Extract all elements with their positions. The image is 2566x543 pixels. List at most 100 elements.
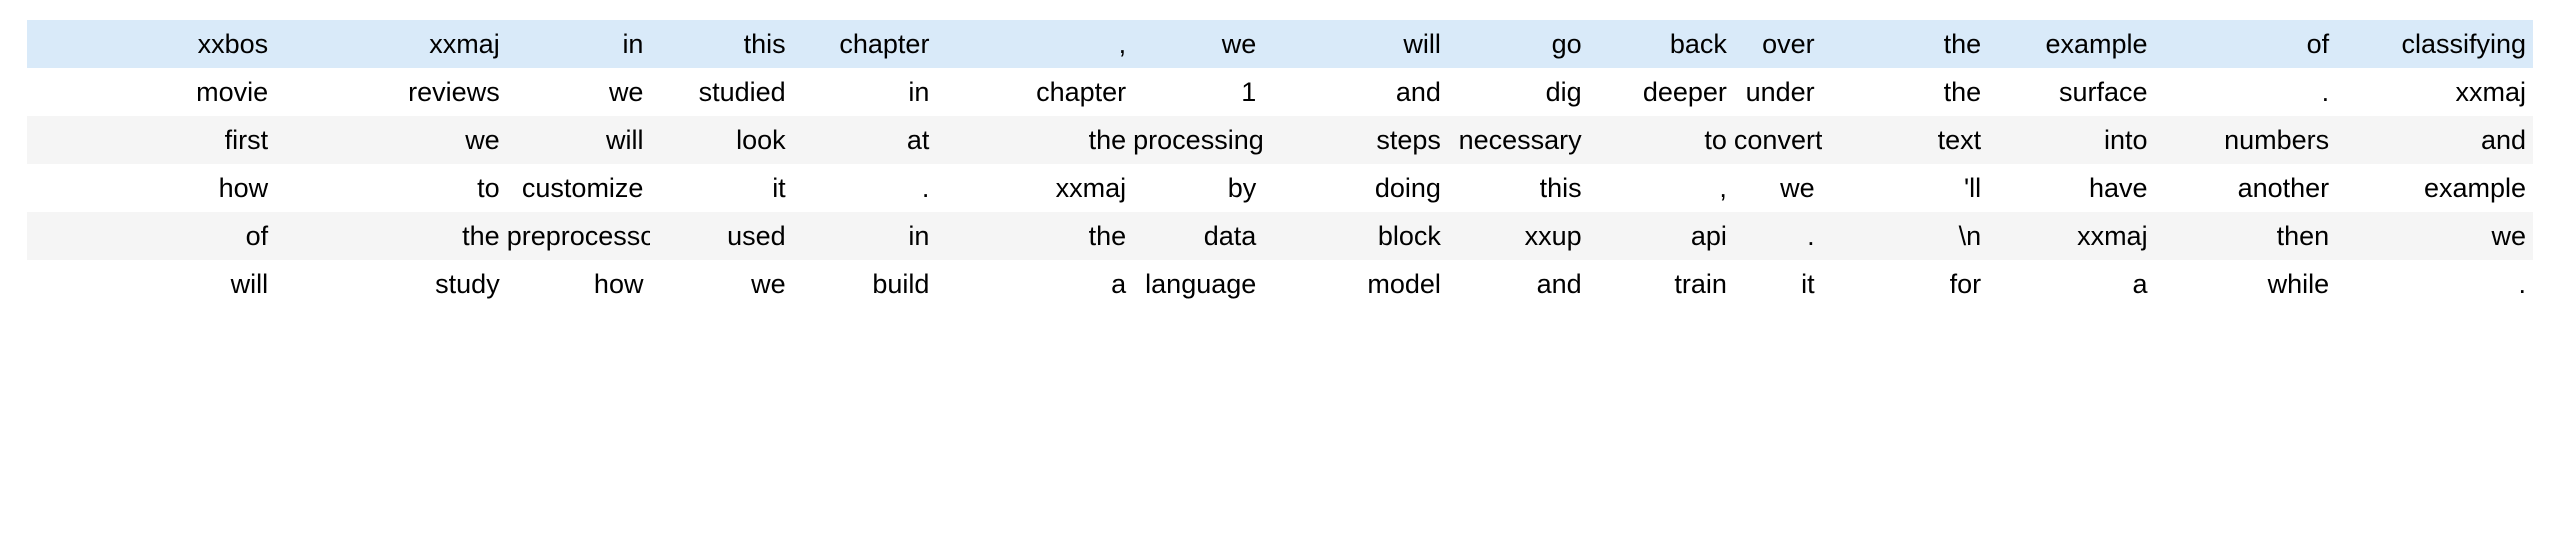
token-cell: customize [521, 173, 644, 203]
row-index-spacer [27, 260, 127, 308]
token-cell: , [1719, 173, 1727, 203]
token-cell: of [2306, 29, 2330, 59]
token-cell: preprocessor [506, 221, 651, 251]
row-index-spacer [27, 20, 127, 68]
token-cell: how [218, 173, 269, 203]
token-cell: text [1937, 125, 1982, 155]
token-cell: will [230, 269, 269, 299]
token-cell: . [2321, 77, 2330, 107]
token-cell: numbers [2224, 125, 2330, 155]
token-table-body: xxbos xxmaj in this chapter, we will go back over… [27, 20, 2533, 308]
token-cell: we [2491, 221, 2526, 251]
token-cell: \n [1958, 221, 1982, 251]
token-cell: example [2045, 29, 2148, 59]
token-cell: xxmaj [2077, 221, 2148, 251]
token-cell: back [1669, 29, 1727, 59]
token-cell: xxmaj [2455, 77, 2526, 107]
token-cell: look [736, 125, 786, 155]
token-cell: a [2132, 269, 2148, 299]
token-cell: necessary [1458, 125, 1582, 155]
token-cell: data [1203, 221, 1257, 251]
token-cell: in [622, 29, 644, 59]
token-cell: this [1539, 173, 1582, 203]
token-cell: the [1943, 77, 1982, 107]
token-cell: , [1118, 29, 1127, 59]
row-index-spacer [27, 116, 127, 164]
token-cell: steps [1376, 125, 1441, 155]
token-cell: at [906, 125, 930, 155]
token-cell: have [2089, 173, 2148, 203]
token-cell: processing [1133, 125, 1264, 155]
token-cell: the [462, 221, 500, 251]
token-cell: while [2267, 269, 2330, 299]
token-cell: the [1943, 29, 1982, 59]
token-cell: 1 [1241, 77, 1257, 107]
token-cell: and [1395, 77, 1441, 107]
token-cell: doing [1374, 173, 1441, 203]
token-cell: to [1704, 125, 1727, 155]
token-cell: it [1801, 269, 1815, 299]
token-cell: example [2423, 173, 2526, 203]
token-cell: reviews [408, 77, 500, 107]
row-index-spacer [27, 164, 127, 212]
token-cell: over [1762, 29, 1815, 59]
token-cell: . [1807, 221, 1815, 251]
token-cell: the [1088, 221, 1127, 251]
token-cell: xxup [1524, 221, 1582, 251]
token-cell: . [2518, 269, 2526, 299]
token-cell: study [435, 269, 500, 299]
token-cell: 'll [1963, 173, 1982, 203]
token-cell: surface [2059, 77, 2148, 107]
token-cell: how [593, 269, 644, 299]
token-cell: movie [196, 77, 269, 107]
token-cell: a [1111, 269, 1127, 299]
token-cell: we [751, 269, 786, 299]
token-cell: into [2104, 125, 2148, 155]
token-cell: this [743, 29, 786, 59]
token-cell: block [1377, 221, 1441, 251]
token-cell: xxbos [197, 29, 269, 59]
token-cell: we [608, 77, 644, 107]
token-table: xxbos xxmaj in this chapter, we will go back over… [27, 20, 2533, 308]
token-cell: language [1145, 269, 1257, 299]
token-cell: it [772, 173, 786, 203]
token-cell: in [908, 77, 930, 107]
token-cell: and [1536, 269, 1582, 299]
token-cell: . [921, 173, 930, 203]
token-cell: studied [698, 77, 786, 107]
token-cell: model [1367, 269, 1441, 299]
token-cell: under [1745, 77, 1815, 107]
token-cell: we [1780, 173, 1815, 203]
token-cell: deeper [1642, 77, 1727, 107]
token-cell: to [477, 173, 500, 203]
token-cell: the [1088, 125, 1127, 155]
token-cell: api [1690, 221, 1727, 251]
token-cell: then [2276, 221, 2330, 251]
table-row: how to customize it. xxmaj by doing this, we 'll h… [27, 164, 2533, 212]
token-cell: used [727, 221, 786, 251]
token-cell: another [2237, 173, 2330, 203]
row-index-spacer [27, 212, 127, 260]
token-cell: train [1674, 269, 1727, 299]
token-cell: xxmaj [429, 29, 500, 59]
token-cell: we [1221, 29, 1257, 59]
token-cell: classifying [2401, 29, 2526, 59]
token-cell: chapter [839, 29, 930, 59]
token-cell: convert [1733, 125, 1822, 155]
token-cell: and [2480, 125, 2526, 155]
token-cell: by [1227, 173, 1257, 203]
token-cell: build [872, 269, 930, 299]
token-cell: go [1551, 29, 1582, 59]
token-cell: xxmaj [1055, 173, 1127, 203]
token-cell: first [224, 125, 269, 155]
token-cell: dig [1545, 77, 1582, 107]
row-index-spacer [27, 68, 127, 116]
token-cell: will [605, 125, 644, 155]
table-row: will study how we build a language model and trai… [27, 260, 2533, 308]
token-cell: of [245, 221, 269, 251]
